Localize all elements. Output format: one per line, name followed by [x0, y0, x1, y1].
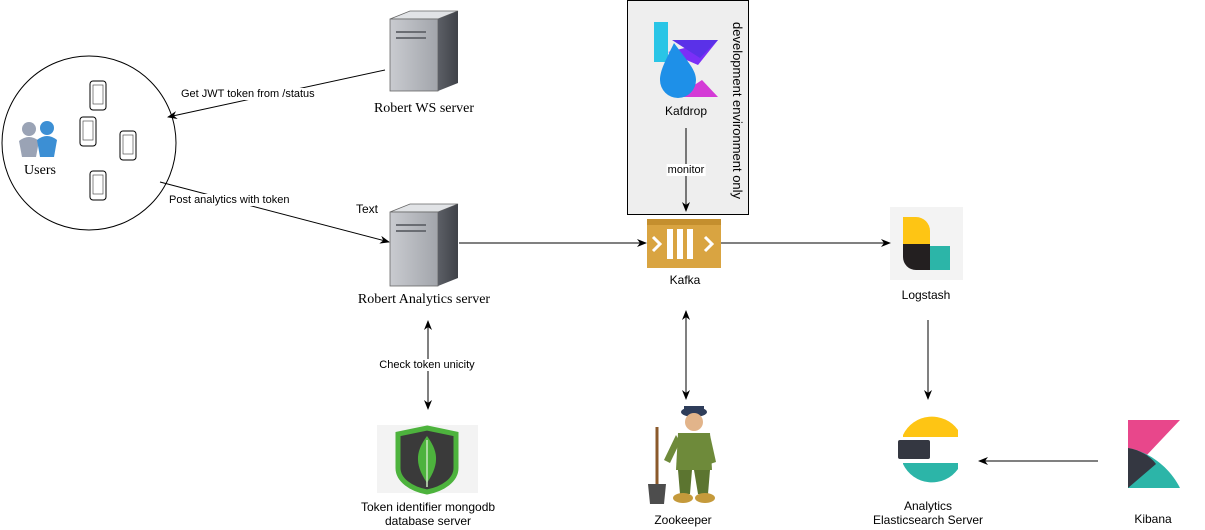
user-pair-icon — [19, 121, 57, 157]
elastic-label-line2: Elasticsearch Server — [872, 513, 984, 527]
zookeeper-label: Zookeeper — [654, 513, 712, 527]
kafka-label: Kafka — [669, 273, 701, 287]
users-label: Users — [24, 163, 56, 178]
smartphone-icon — [119, 130, 137, 161]
get-jwt-edge-label: Get JWT token from /status — [180, 88, 316, 100]
dev-environment-label: development environment only — [730, 22, 745, 200]
kibana-label: Kibana — [1134, 512, 1172, 526]
elastic-label-line1: Analytics — [903, 499, 953, 513]
logstash-label: Logstash — [901, 288, 951, 302]
kibana-logo-icon — [1128, 420, 1180, 488]
ws-server-label: Robert WS server — [373, 101, 475, 116]
mongodb-label-line2: database server — [384, 514, 472, 528]
smartphone-icon — [89, 170, 107, 201]
logstash-logo-icon — [890, 207, 963, 280]
kafdrop-label: Kafdrop — [664, 104, 708, 118]
server-tower-icon — [389, 10, 459, 92]
mongodb-leaf-icon — [377, 425, 478, 495]
analytics-text-label: Text — [356, 202, 379, 216]
kafka-queue-icon — [647, 219, 721, 268]
kafdrop-logo-icon — [654, 22, 718, 98]
dev-environment-box — [627, 0, 749, 215]
check-token-edge-label: Check token unicity — [378, 359, 476, 371]
zookeeper-figure-icon — [648, 406, 716, 504]
elasticsearch-logo-icon — [898, 416, 961, 483]
edge-post-analytics — [159, 181, 390, 244]
post-analytics-edge-label: Post analytics with token — [168, 194, 291, 206]
analytics-server-label: Robert Analytics server — [357, 292, 491, 307]
server-tower-icon — [389, 203, 459, 287]
mongodb-label-line1: Token identifier mongodb — [360, 500, 496, 514]
smartphone-icon — [89, 80, 107, 111]
smartphone-icon — [79, 116, 97, 147]
monitor-edge-label: monitor — [666, 164, 706, 176]
